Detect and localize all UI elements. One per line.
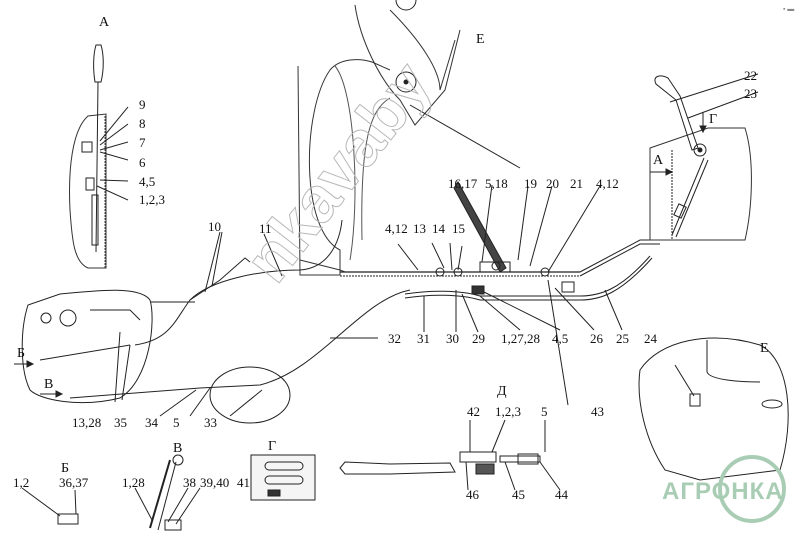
- callout-33: 33: [204, 415, 217, 430]
- callout-39-40: 39,40: [200, 475, 230, 490]
- view-label-e-top: Е: [476, 32, 485, 47]
- leader-lines: [115, 185, 694, 416]
- callout-20: 20: [546, 176, 559, 191]
- view-label-g-top: Г: [709, 112, 718, 127]
- bottom-detail-views: [22, 455, 315, 530]
- callout-26: 26: [590, 331, 603, 346]
- view-label-b-arrow: Б: [17, 346, 26, 361]
- view-label-d: Д: [497, 384, 507, 399]
- callout-5-a: 5: [173, 415, 180, 430]
- view-e-detail: [639, 338, 788, 480]
- callout-25: 25: [616, 331, 629, 346]
- callout-23: 23: [744, 86, 757, 101]
- callout-1-2-3-a: 1,2,3: [139, 192, 165, 207]
- callout-1-27-28: 1,27,28: [501, 331, 540, 346]
- callout-4-5-b: 4,5: [552, 331, 569, 346]
- callout-46: 46: [466, 487, 479, 502]
- callout-1-2-3-b: 1,2,3: [495, 404, 521, 419]
- engine-detail: [14, 290, 200, 402]
- callout-21: 21: [570, 176, 583, 191]
- watermark-logo-circle: [718, 455, 786, 523]
- callout-13-28: 13,28: [72, 415, 102, 430]
- callout-10: 10: [208, 219, 221, 234]
- callout-31: 31: [417, 331, 430, 346]
- callout-19: 19: [524, 176, 537, 191]
- callout-13: 13: [413, 221, 426, 236]
- callout-43: 43: [591, 404, 604, 419]
- floor-pedal-assembly: [340, 182, 660, 300]
- callout-1-28: 1,28: [122, 475, 145, 490]
- callout-38: 38: [183, 475, 196, 490]
- callout-6: 6: [139, 155, 146, 170]
- corner-mark: ▪ ▬: [783, 5, 795, 13]
- callout-36-37: 36,37: [59, 475, 89, 490]
- callout-11: 11: [259, 221, 272, 236]
- callout-5-18: 5,18: [485, 176, 508, 191]
- view-label-e: Е: [760, 341, 769, 356]
- callout-4-12-a: 4,12: [385, 221, 408, 236]
- callout-24: 24: [644, 331, 657, 346]
- view-a-lever: [70, 45, 128, 268]
- view-label-v: В: [173, 441, 183, 456]
- view-label-g: Г: [268, 439, 277, 454]
- callout-4-5-a: 4,5: [139, 174, 156, 189]
- callout-44: 44: [555, 487, 568, 502]
- callout-32: 32: [388, 331, 401, 346]
- view-d-rod: [340, 420, 560, 490]
- callout-8: 8: [139, 116, 146, 131]
- callout-30: 30: [446, 331, 459, 346]
- callout-34: 34: [145, 415, 158, 430]
- view-label-a-arrow: А: [653, 153, 664, 168]
- hand-lever-assembly: [650, 74, 758, 240]
- view-label-v-arrow: В: [44, 377, 54, 392]
- callout-1-2: 1,2: [13, 475, 30, 490]
- view-label-b: Б: [61, 461, 70, 476]
- callout-22: 22: [744, 68, 757, 83]
- callout-14: 14: [432, 221, 445, 236]
- callout-5-b: 5: [541, 404, 548, 419]
- callout-4-12-b: 4,12: [596, 176, 619, 191]
- callout-16-17: 16,17: [448, 176, 478, 191]
- watermark-logo-text: АГРОНКА: [662, 478, 784, 505]
- callout-45: 45: [512, 487, 525, 502]
- callout-9: 9: [139, 97, 146, 112]
- view-label-a: А: [99, 15, 110, 30]
- callout-15: 15: [452, 221, 465, 236]
- callout-42: 42: [467, 404, 480, 419]
- callout-41: 41: [237, 475, 250, 490]
- callout-7: 7: [139, 135, 146, 150]
- callout-35: 35: [114, 415, 127, 430]
- callout-29: 29: [472, 331, 485, 346]
